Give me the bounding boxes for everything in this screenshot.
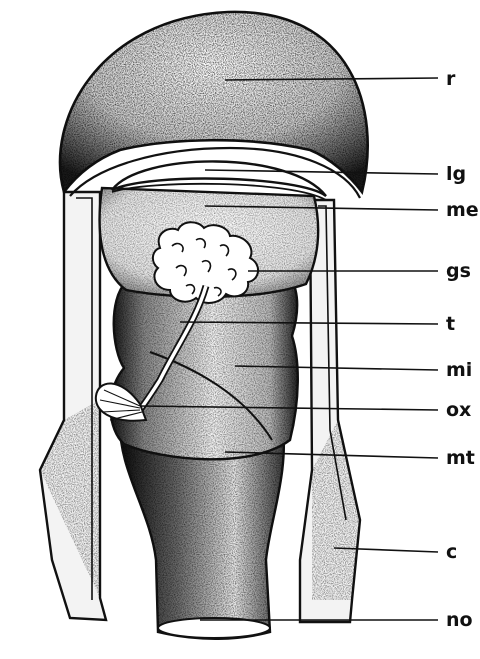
label-me: me — [446, 199, 479, 221]
label-t: t — [446, 313, 455, 335]
label-gs: gs — [446, 260, 471, 282]
label-lg: lg — [446, 163, 466, 185]
label-ox: ox — [446, 399, 471, 421]
label-mi: mi — [446, 359, 472, 381]
label-mt: mt — [446, 447, 475, 469]
label-r: r — [446, 68, 456, 90]
label-no: no — [446, 609, 473, 631]
label-c: c — [446, 541, 457, 563]
